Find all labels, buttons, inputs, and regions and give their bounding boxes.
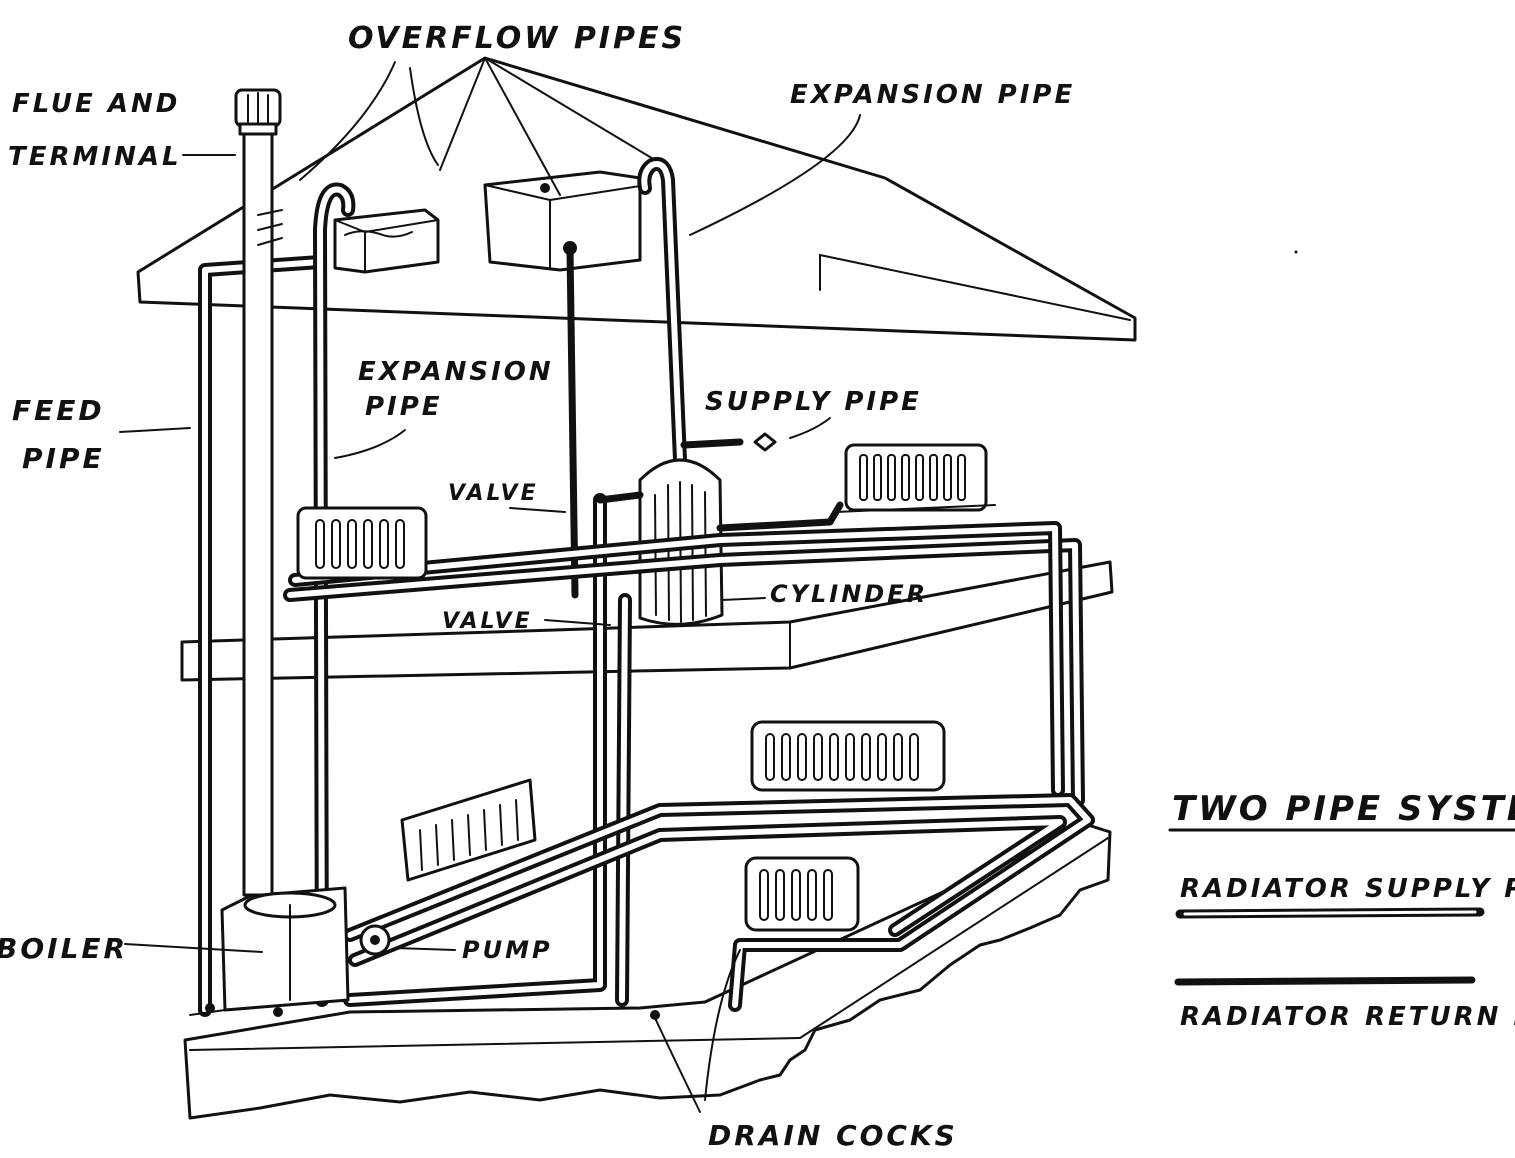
labels: OVERFLOW PIPES FLUE AND TERMINAL EXPANSI… (0, 21, 1075, 1152)
label-valve-lower: VALVE (442, 609, 533, 634)
legend-return-line (1174, 976, 1476, 986)
label-boiler: BOILER (0, 932, 128, 965)
drain-cocks (205, 1003, 660, 1020)
lower-radiator-circuit (343, 793, 1095, 1012)
expansion-pipe-right (637, 157, 687, 467)
label-pump: PUMP (462, 936, 553, 964)
upper-radiator-circuit (283, 501, 1085, 807)
supply-pipe-stub (680, 432, 777, 452)
label-drain-cocks: DRAIN COCKS (708, 1119, 958, 1152)
radiator-upper-right (835, 443, 996, 513)
label-terminal: TERMINAL (8, 142, 182, 172)
label-flue-and: FLUE AND (12, 89, 180, 119)
boiler (189, 886, 350, 1016)
label-expansion-pipe-top: EXPANSION PIPE (790, 80, 1075, 110)
legend-title: TWO PIPE SYSTEM (1172, 789, 1515, 829)
primary-pipes (343, 491, 644, 1007)
label-supply-pipe: SUPPLY PIPE (705, 387, 922, 417)
label-overflow-pipes: OVERFLOW PIPES (348, 21, 686, 56)
pump (359, 924, 391, 956)
label-expansion-pipe: PIPE (365, 392, 443, 422)
speck (1294, 250, 1298, 254)
label-valve-upper: VALVE (448, 481, 539, 506)
feed-pipe-drop (198, 255, 327, 1017)
flue-and-terminal (234, 88, 283, 897)
expansion-pipe-left (313, 182, 356, 1007)
legend-supply-label: RADIATOR SUPPLY P (1180, 874, 1515, 904)
radiator-upper-left (296, 506, 428, 580)
radiator-lower-front (744, 856, 860, 932)
label-feed-pipe: PIPE (22, 442, 105, 475)
cold-water-cistern (483, 170, 642, 272)
radiator-lower-back (750, 720, 946, 792)
legend-return-label: RADIATOR RETURN P (1180, 1002, 1515, 1032)
legend: TWO PIPE SYSTEM RADIATOR SUPPLY P RADIAT… (1168, 789, 1515, 1032)
ground-base (183, 823, 1112, 1120)
leader-lines (119, 57, 861, 1113)
legend-supply-line (1175, 907, 1485, 919)
label-feed: FEED (12, 394, 105, 427)
label-cylinder: CYLINDER (770, 580, 928, 608)
cold-feed-pipe (566, 246, 579, 599)
radiator-lower-left (400, 778, 537, 882)
feed-tank (333, 208, 440, 274)
label-expansion: EXPANSION (358, 357, 554, 387)
